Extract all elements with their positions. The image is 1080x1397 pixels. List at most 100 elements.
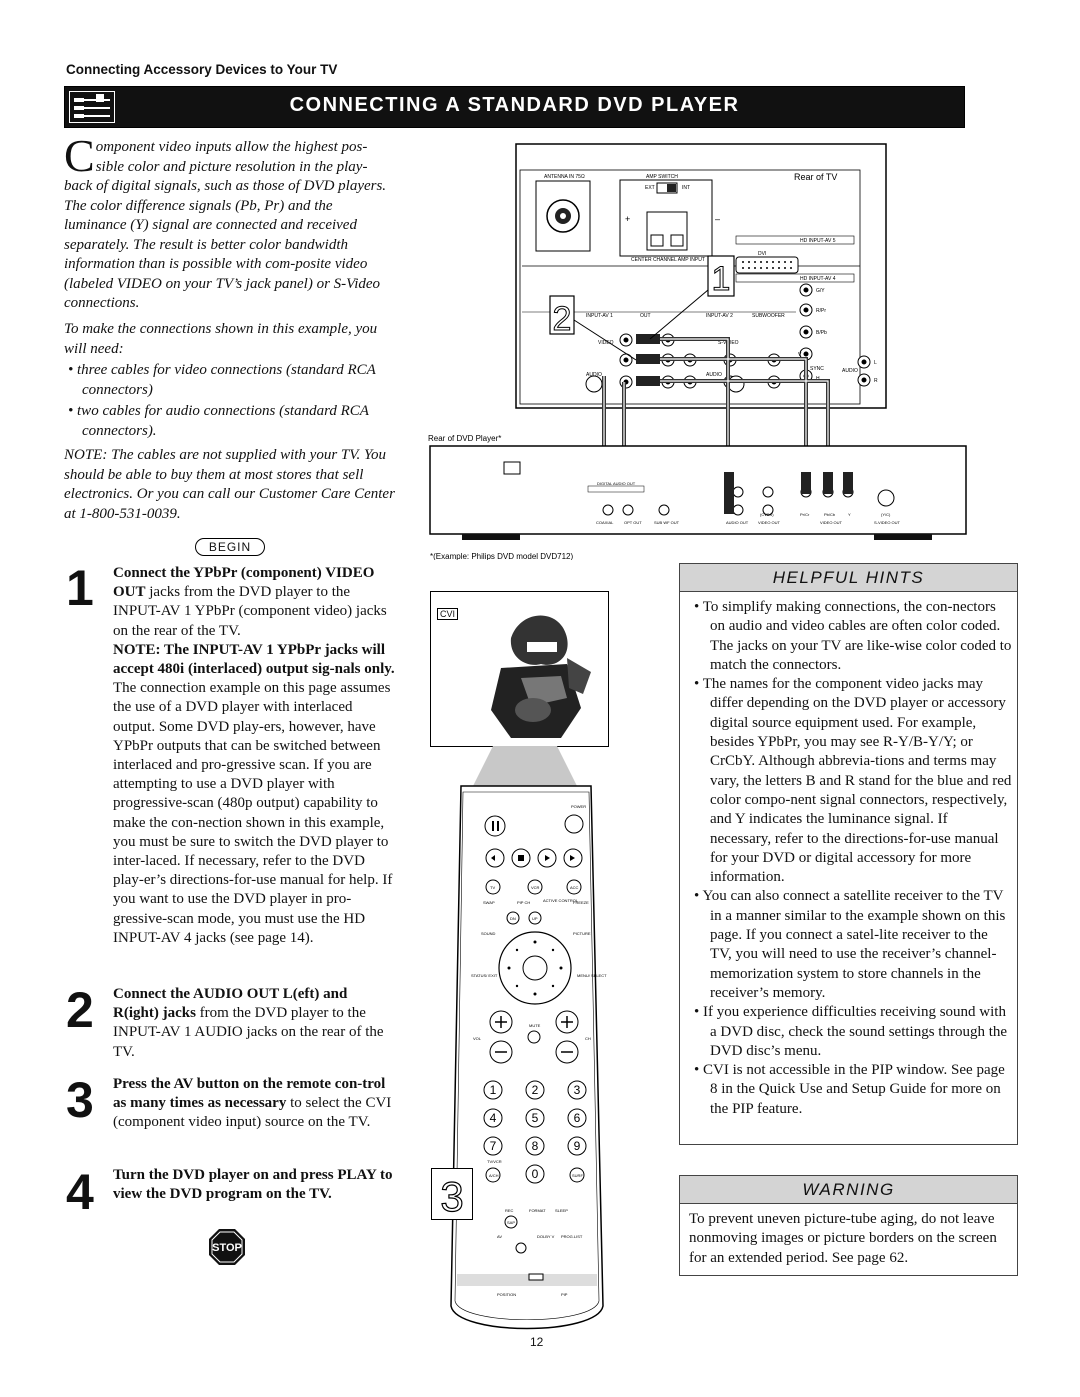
svg-text:Rear of DVD Player*: Rear of DVD Player* xyxy=(428,434,501,443)
svg-text:*(Example: Philips DVD model D: *(Example: Philips DVD model DVD712) xyxy=(430,552,574,560)
svg-text:A/CH: A/CH xyxy=(489,1173,499,1178)
list-item: • CVI is not accessible in the PIP windo… xyxy=(694,1062,1005,1117)
svg-text:VOL: VOL xyxy=(473,1036,482,1041)
svg-text:VIDEO: VIDEO xyxy=(598,340,614,346)
step-2-text: Connect the AUDIO OUT L(eft) and R(ight)… xyxy=(113,986,384,1060)
svg-text:4: 4 xyxy=(490,1111,497,1125)
svg-text:+: + xyxy=(625,214,630,224)
svg-text:V: V xyxy=(798,352,802,358)
svg-text:R/Pr: R/Pr xyxy=(816,308,826,314)
helpful-hints-title: HELPFUL HINTS xyxy=(680,564,1017,592)
svg-text:DVI: DVI xyxy=(758,251,766,257)
svg-text:FREEZE: FREEZE xyxy=(573,900,589,905)
svg-text:DIGITAL AUDIO OUT: DIGITAL AUDIO OUT xyxy=(597,481,636,486)
svg-text:Y: Y xyxy=(848,512,851,517)
list-item: • If you experience difficulties receivi… xyxy=(694,1004,1008,1059)
svg-text:SWAP: SWAP xyxy=(483,900,495,905)
svg-text:3: 3 xyxy=(440,1173,463,1219)
step-number: 3 xyxy=(66,1072,94,1128)
svg-text:PROG.LIST: PROG.LIST xyxy=(561,1234,583,1239)
svg-text:Pb/Cb: Pb/Cb xyxy=(824,512,836,517)
svg-text:TV: TV xyxy=(490,885,495,890)
svg-text:HD INPUT-AV 5: HD INPUT-AV 5 xyxy=(800,238,836,244)
svg-text:CH: CH xyxy=(585,1036,591,1041)
step-3-text: Press the AV button on the remote con-tr… xyxy=(113,1076,392,1131)
svg-text:OPT OUT: OPT OUT xyxy=(624,520,642,525)
svg-text:8: 8 xyxy=(532,1139,539,1153)
title-bar: CONNECTING A STANDARD DVD PLAYER xyxy=(64,86,965,128)
svg-text:ACTIVE CONTROL: ACTIVE CONTROL xyxy=(543,898,579,903)
svg-text:AUDIO: AUDIO xyxy=(706,372,722,378)
svg-text:SOUND: SOUND xyxy=(481,931,496,936)
svg-text:7: 7 xyxy=(490,1139,497,1153)
svg-text:SURF: SURF xyxy=(572,1173,583,1178)
step-number: 4 xyxy=(66,1164,94,1220)
svg-text:1: 1 xyxy=(712,260,731,298)
stop-icon: STOP xyxy=(208,1228,246,1266)
begin-badge: BEGIN xyxy=(195,538,265,556)
svg-text:ANTENNA IN 75Ω: ANTENNA IN 75Ω xyxy=(544,174,585,180)
svg-text:PICTURE: PICTURE xyxy=(573,931,591,936)
svg-text:AV: AV xyxy=(497,1234,502,1239)
svg-text:SLEEP: SLEEP xyxy=(555,1208,568,1213)
svg-text:INPUT-AV 2: INPUT-AV 2 xyxy=(706,313,733,319)
svg-text:L: L xyxy=(874,360,877,366)
svg-text:9: 9 xyxy=(574,1139,581,1153)
svg-text:Pr/Cr: Pr/Cr xyxy=(800,512,810,517)
svg-text:COAXIAL: COAXIAL xyxy=(596,520,614,525)
svg-text:STATUS/ EXIT: STATUS/ EXIT xyxy=(471,973,498,978)
svg-text:SUBWOOFER: SUBWOOFER xyxy=(752,313,785,319)
drop-cap: C xyxy=(64,130,95,181)
svg-text:POWER: POWER xyxy=(571,804,586,809)
tv-screen-illustration: CVI xyxy=(430,591,609,747)
helpful-hints-box: HELPFUL HINTS xyxy=(679,563,1018,1145)
svg-text:3: 3 xyxy=(574,1083,581,1097)
svg-text:OUT: OUT xyxy=(640,313,651,319)
svg-text:(Y/C): (Y/C) xyxy=(881,512,891,517)
cvi-indicator: CVI xyxy=(437,608,459,620)
requirements-lead: To make the connections shown in this ex… xyxy=(64,321,378,357)
svg-text:HD INPUT-AV 4: HD INPUT-AV 4 xyxy=(800,276,836,282)
step-number: 2 xyxy=(66,982,94,1038)
svg-text:AMP SWITCH: AMP SWITCH xyxy=(646,174,678,180)
warning-box: WARNING xyxy=(679,1175,1018,1276)
svg-text:DOLBY V: DOLBY V xyxy=(537,1234,555,1239)
callout-3: 3 xyxy=(431,1168,473,1221)
svg-text:INT: INT xyxy=(682,185,690,191)
connection-diagram: ANTENNA IN 75Ω AMP SWITCH EXT INT + – CEN… xyxy=(428,140,968,561)
warning-title: WARNING xyxy=(680,1176,1017,1204)
svg-text:(CVBS): (CVBS) xyxy=(760,512,774,517)
svg-text:SUB WF OUT: SUB WF OUT xyxy=(654,520,680,525)
football-player-image xyxy=(491,615,591,738)
requirements-list: • three cables for video connections (st… xyxy=(64,361,394,443)
svg-text:AUDIO: AUDIO xyxy=(842,368,858,374)
svg-text:6: 6 xyxy=(574,1111,581,1125)
step-4-text: Turn the DVD player on and press PLAY to… xyxy=(113,1167,393,1203)
svg-text:TV/VCR: TV/VCR xyxy=(487,1159,502,1164)
svg-text:2: 2 xyxy=(532,1083,539,1097)
svg-text:B/Pb: B/Pb xyxy=(816,330,827,336)
svg-text:R: R xyxy=(874,378,878,384)
svg-text:EXT: EXT xyxy=(645,185,655,191)
list-item: • two cables for audio connections (stan… xyxy=(68,403,369,439)
step-number: 1 xyxy=(66,560,94,616)
svg-text:PIP: PIP xyxy=(561,1292,568,1297)
svg-text:SYNC: SYNC xyxy=(810,366,824,372)
svg-text:REC: REC xyxy=(505,1208,514,1213)
intro-text: omponent video inputs allow the highest … xyxy=(64,139,387,311)
svg-text:DN: DN xyxy=(510,916,516,921)
svg-text:VIDEO OUT: VIDEO OUT xyxy=(758,520,781,525)
page-number: 12 xyxy=(530,1335,544,1349)
step-1-text: Connect the YPbPr (component) VIDEO OUT … xyxy=(113,565,395,946)
list-item: • To simplify making connections, the co… xyxy=(694,599,1012,673)
svg-text:VCR: VCR xyxy=(531,885,540,890)
svg-text:FORMAT: FORMAT xyxy=(529,1208,546,1213)
svg-text:CENTER CHANNEL AMP INPUT: CENTER CHANNEL AMP INPUT xyxy=(631,257,705,263)
list-item: • The names for the component video jack… xyxy=(694,676,1012,886)
svg-text:VIDEO OUT: VIDEO OUT xyxy=(820,520,843,525)
svg-text:MUTE: MUTE xyxy=(529,1023,541,1028)
svg-text:AUDIO: AUDIO xyxy=(586,372,602,378)
svg-text:–: – xyxy=(715,214,720,224)
remote-control: POWER TV VCR ACC SWAP PIP CH ACTIVE CONT… xyxy=(437,746,615,1346)
